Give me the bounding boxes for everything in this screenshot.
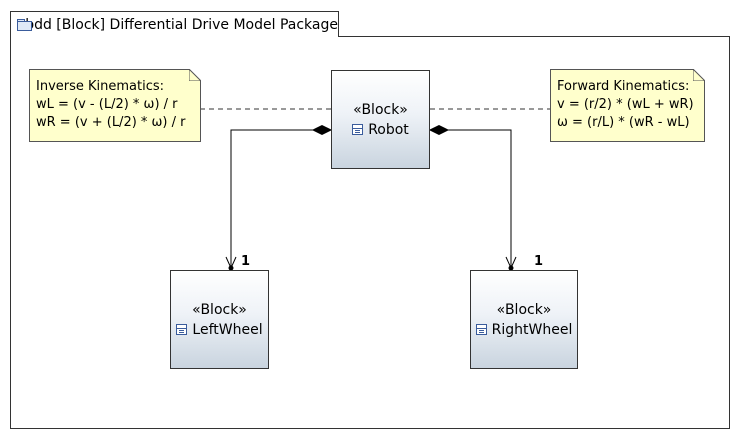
block-icon: [176, 324, 188, 335]
ownership-dot-right: [508, 265, 514, 271]
note-forward-line2: ω = (r/L) * (wR - wL): [557, 115, 690, 130]
block-right-wheel-name: RightWheel: [491, 321, 573, 338]
multiplicity-left: 1: [241, 254, 251, 269]
block-left-wheel[interactable]: «Block» LeftWheel: [170, 270, 269, 369]
block-robot[interactable]: «Block» Robot: [331, 70, 430, 169]
composition-right-wheel[interactable]: [448, 129, 512, 268]
composition-diamond-right: [428, 124, 450, 136]
note-forward-line1: v = (r/2) * (wL + wR): [557, 97, 694, 112]
note-inverse-line1: wL = (v - (L/2) * ω) / r: [36, 97, 178, 112]
composition-left-wheel[interactable]: [230, 129, 313, 268]
block-left-wheel-stereotype: «Block»: [192, 301, 247, 318]
note-inverse-line2: wR = (v + (L/2) * ω) / r: [36, 115, 186, 130]
block-icon: [352, 124, 364, 135]
block-right-wheel-stereotype: «Block»: [496, 301, 552, 318]
composition-diamond-left: [311, 124, 333, 136]
block-robot-stereotype: «Block»: [353, 101, 408, 118]
note-inverse-kinematics[interactable]: Inverse Kinematics: wL = (v - (L/2) * ω)…: [29, 69, 201, 142]
block-left-wheel-name: LeftWheel: [192, 321, 263, 338]
note-fold-icon: [189, 69, 201, 81]
ownership-dot-left: [228, 265, 234, 271]
block-right-wheel[interactable]: «Block» RightWheel: [470, 270, 578, 369]
note-forward-title: Forward Kinematics:: [557, 79, 690, 94]
frame-header: bdd [Block] Differential Drive Model Pac…: [10, 11, 339, 37]
multiplicity-right: 1: [534, 254, 544, 269]
note-inverse-title: Inverse Kinematics:: [36, 79, 165, 94]
block-robot-name: Robot: [368, 121, 409, 138]
note-fold-icon: [693, 69, 705, 81]
block-icon: [475, 324, 487, 335]
note-forward-kinematics[interactable]: Forward Kinematics: v = (r/2) * (wL + wR…: [550, 69, 705, 142]
frame-title: bdd [Block] Differential Drive Model Pac…: [25, 16, 338, 33]
diagram-frame: [10, 36, 730, 429]
